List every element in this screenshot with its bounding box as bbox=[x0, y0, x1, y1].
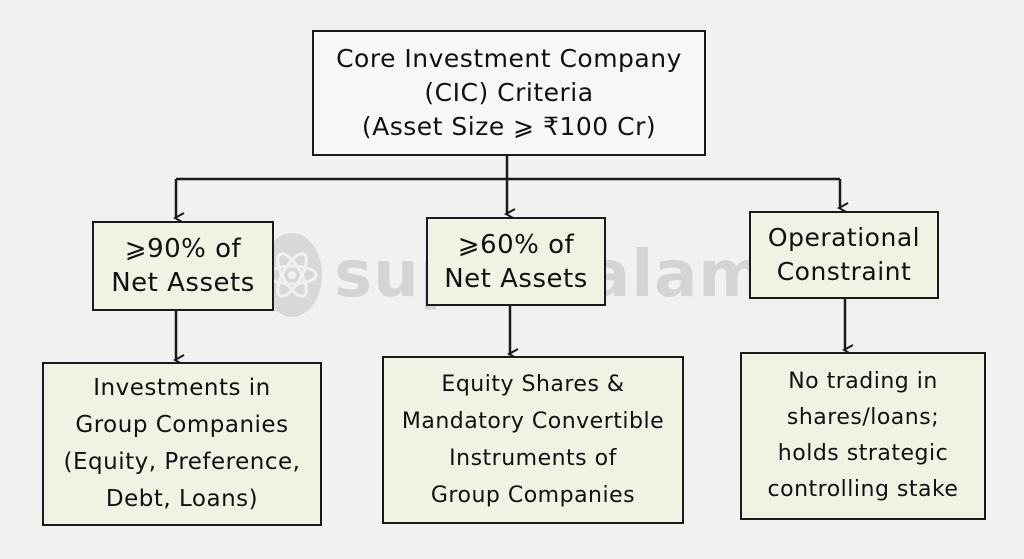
detail-1-line-4: Debt, Loans) bbox=[105, 486, 259, 512]
detail-3-line-1: No trading in bbox=[788, 369, 938, 394]
detail-1-line-3: (Equity, Preference, bbox=[63, 449, 301, 475]
detail-2-line-2: Mandatory Convertible bbox=[401, 409, 665, 434]
criterion-1-line-1: ⩾90% of bbox=[124, 234, 242, 264]
detail-1-line-1: Investments in bbox=[93, 375, 271, 401]
detail-box-1: Investments in Group Companies (Equity, … bbox=[42, 362, 322, 526]
detail-3-line-3: holds strategic bbox=[777, 441, 949, 466]
criterion-2-line-2: Net Assets bbox=[444, 263, 588, 294]
root-box: Core Investment Company (CIC) Criteria (… bbox=[312, 30, 706, 156]
detail-3-line-2: shares/loans; bbox=[786, 405, 940, 430]
detail-box-2: Equity Shares & Mandatory Convertible In… bbox=[382, 356, 684, 524]
detail-2-line-3: Instruments of bbox=[449, 446, 617, 471]
detail-1-line-2: Group Companies bbox=[75, 412, 289, 438]
criterion-2-line-1: ⩾60% of bbox=[457, 229, 575, 260]
root-line-3: (Asset Size ⩾ ₹100 Cr) bbox=[361, 112, 657, 141]
criterion-3-line-2: Constraint bbox=[776, 257, 912, 286]
criterion-1-line-2: Net Assets bbox=[111, 268, 255, 298]
criterion-box-2: ⩾60% of Net Assets bbox=[426, 217, 606, 306]
detail-box-3: No trading in shares/loans; holds strate… bbox=[740, 352, 986, 520]
detail-3-line-4: controlling stake bbox=[767, 477, 959, 502]
criterion-box-3: Operational Constraint bbox=[749, 211, 939, 299]
criterion-3-line-1: Operational bbox=[767, 223, 921, 252]
root-line-1: Core Investment Company bbox=[336, 44, 682, 73]
detail-2-line-4: Group Companies bbox=[430, 483, 636, 508]
criterion-box-1: ⩾90% of Net Assets bbox=[92, 221, 274, 311]
root-line-2: (CIC) Criteria bbox=[424, 78, 594, 107]
detail-2-line-1: Equity Shares & bbox=[441, 372, 625, 397]
